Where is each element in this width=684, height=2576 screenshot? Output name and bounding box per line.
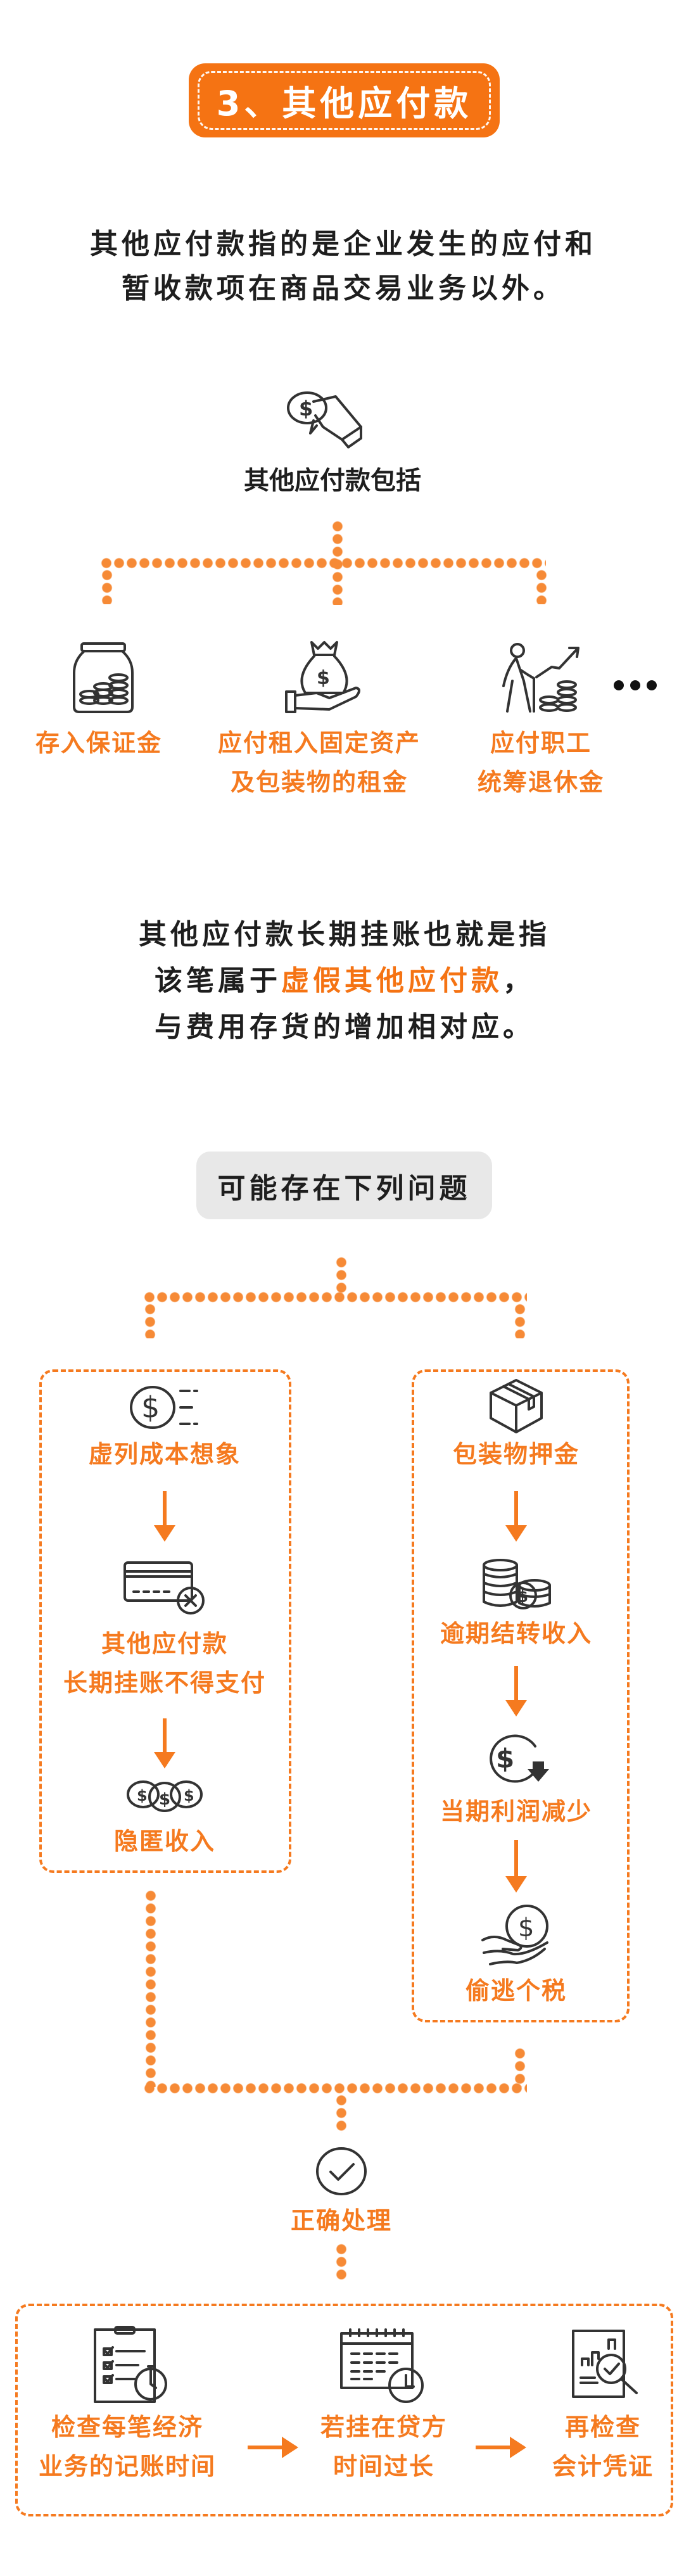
problem-label: 虚列成本想象	[88, 1440, 241, 1468]
svg-text:$: $	[299, 397, 313, 421]
connector-horizontal	[143, 1291, 527, 1303]
hand-coin-icon: $	[481, 1905, 548, 1965]
svg-text:$: $	[141, 1390, 160, 1424]
explanation-line-2: 该笔属于虚假其他应付款，	[155, 965, 535, 997]
arrow-down-icon	[505, 1840, 527, 1893]
svg-text:$: $	[518, 1913, 534, 1943]
solution-step-label: 检查每笔经济 业务的记账时间	[38, 2413, 217, 2480]
problems-heading: 可能存在下列问题	[196, 1152, 492, 1219]
problem-label: 当期利润减少	[440, 1798, 593, 1825]
connector-horizontal	[100, 557, 546, 569]
connector-vertical	[336, 1256, 347, 1294]
badge-dashed-frame	[198, 71, 491, 130]
report-magnifier-icon	[572, 2330, 638, 2398]
arrow-down-icon	[505, 1491, 527, 1542]
problem-label: 隐匿收入	[113, 1827, 216, 1855]
svg-text:$: $	[159, 1790, 170, 1809]
dollar-decrease-icon: $	[490, 1734, 549, 1783]
connector-leg-right	[514, 2047, 526, 2087]
include-item-label: 应付租入固定资产 及包装物的租金	[217, 729, 421, 796]
svg-text:$: $	[184, 1787, 194, 1805]
solution-step-label: 若挂在贷方 时间过长	[320, 2413, 448, 2480]
section-title-badge: 3、其他应付款	[189, 63, 500, 137]
connector-leg-left	[144, 1303, 156, 1338]
problem-label: 偷逃个税	[465, 1977, 567, 2005]
explanation-text: 其他应付款长期挂账也就是指 该笔属于虚假其他应付款， 与费用存货的增加相对应。	[139, 911, 550, 1050]
connector-vertical	[336, 2094, 347, 2133]
svg-text:$: $	[317, 667, 330, 689]
problem-label: 其他应付款 长期挂账不得支付	[63, 1630, 267, 1697]
includes-heading: 其他应付款包括	[244, 466, 421, 495]
intro-line-2: 暂收款项在商品交易业务以外。	[122, 272, 565, 305]
checklist-stopwatch-icon	[94, 2326, 167, 2403]
coin-stack-icon: $	[483, 1559, 551, 1609]
hand-coin-icon: $	[287, 391, 362, 448]
explanation-line-1: 其他应付款长期挂账也就是指	[139, 918, 550, 951]
connector-leg-right	[536, 569, 547, 604]
svg-text:$: $	[137, 1787, 148, 1805]
connector-leg-left	[145, 1889, 156, 2087]
money-bag-hand-icon: $	[285, 641, 360, 713]
card-declined-icon	[124, 1561, 205, 1615]
solution-step-label: 再检查 会计凭证	[552, 2413, 654, 2480]
problem-box-left	[39, 1369, 291, 1873]
coin-jar-icon	[73, 642, 134, 713]
coins-icon: $ $ $	[127, 1780, 203, 1812]
more-dots-icon	[614, 680, 657, 690]
arrow-down-icon	[154, 1718, 175, 1768]
include-item-label: 存入保证金	[35, 729, 163, 757]
connector-horizontal	[143, 2083, 527, 2094]
problem-label: 包装物押金	[452, 1440, 580, 1468]
arrow-right-icon	[476, 2437, 526, 2458]
arrow-down-icon	[154, 1491, 175, 1542]
calendar-clock-icon	[340, 2328, 424, 2403]
dollar-coin-speed-icon: $	[130, 1386, 198, 1429]
intro-text: 其他应付款指的是企业发生的应付和 暂收款项在商品交易业务以外。	[90, 222, 597, 311]
include-item-label: 应付职工 统筹退休金	[477, 729, 605, 796]
connector-leg-left	[101, 569, 113, 604]
package-box-icon	[490, 1379, 543, 1433]
arrow-down-icon	[505, 1666, 527, 1716]
svg-text:$: $	[496, 1743, 514, 1774]
solution-box	[15, 2304, 673, 2516]
arrow-right-icon	[248, 2437, 298, 2458]
connector-vertical	[336, 2243, 347, 2280]
intro-line-1: 其他应付款指的是企业发生的应付和	[90, 228, 597, 260]
svg-text:$: $	[517, 1587, 528, 1606]
check-circle-icon	[316, 2147, 367, 2195]
connector-leg-right	[514, 1303, 526, 1338]
highlight-text: 虚假其他应付款	[281, 965, 503, 997]
section-title: 3、其他应付款	[216, 84, 472, 124]
problem-label: 逾期结转收入	[440, 1620, 593, 1647]
explanation-line-3: 与费用存货的增加相对应。	[155, 1011, 535, 1043]
solution-heading: 正确处理	[290, 2207, 393, 2235]
elderly-coins-growth-icon	[502, 643, 580, 713]
problem-box-right	[412, 1369, 630, 2022]
